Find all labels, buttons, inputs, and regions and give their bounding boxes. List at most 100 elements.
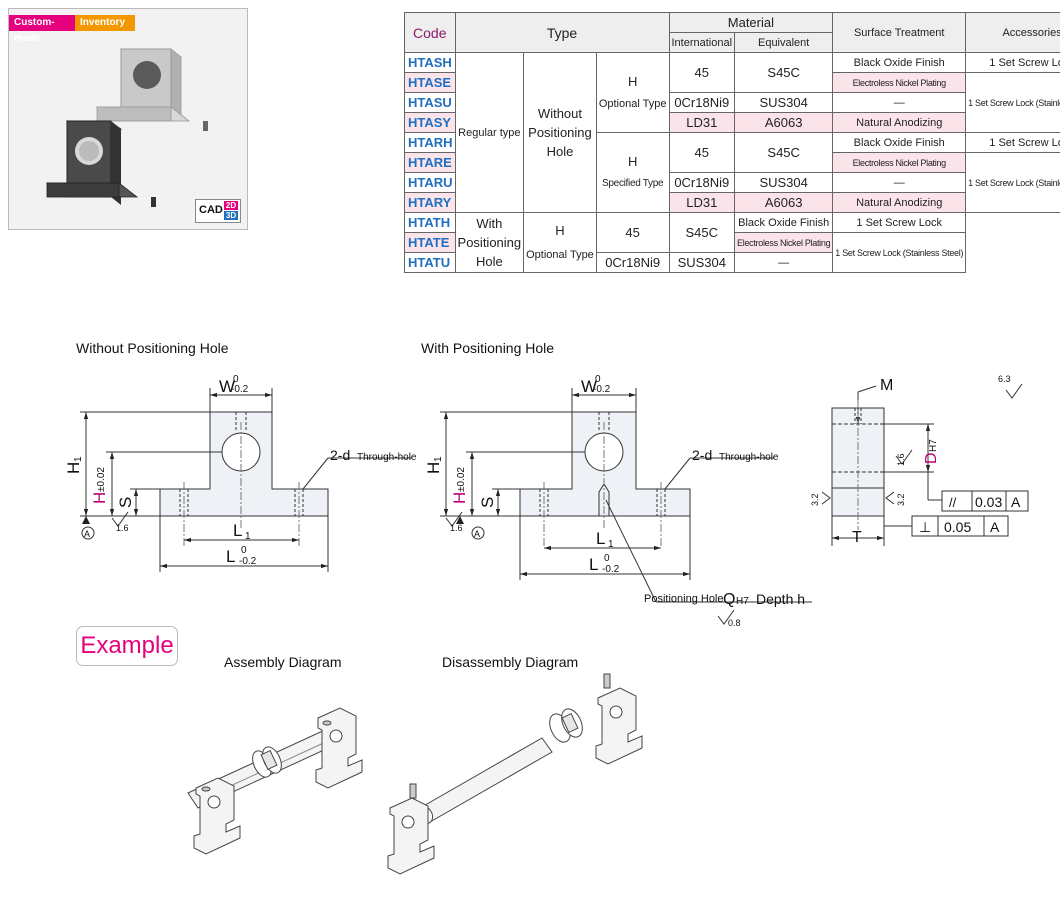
surface-cell: Electroless Nickel Plating xyxy=(832,72,967,93)
code-cell: HTARH xyxy=(404,132,456,153)
type-with-hole: With Positioning Hole xyxy=(454,212,525,273)
intl-cell: LD31 xyxy=(668,112,736,133)
header-accessories: Accessories xyxy=(965,12,1060,53)
type-h-specified: H Specified Type xyxy=(595,132,670,213)
acc-cell: 1 Set Screw Lock (Stainless Steel) xyxy=(965,152,1060,213)
assembly-diagram xyxy=(187,707,363,855)
surface-cell: Natural Anodizing xyxy=(832,112,967,133)
d-dim-label: D xyxy=(923,452,940,464)
code-cell: HTASU xyxy=(404,92,456,113)
with-hole-title: With Positioning Hole xyxy=(421,340,555,356)
t-dim-label: T xyxy=(852,529,862,546)
assembly-diagram-title: Assembly Diagram xyxy=(224,654,342,670)
h-tol-2: ±0.02 xyxy=(456,467,467,492)
technical-drawings: W 0 -0.2 L 1 L 0 -0.2 H 1 H ±0.02 S 2-d … xyxy=(64,374,1029,628)
w-dim-label-2: W xyxy=(581,377,597,396)
code-cell: HTASY xyxy=(404,112,456,133)
code-cell: HTARE xyxy=(404,152,456,173)
surface-cell: — xyxy=(734,252,834,273)
through-label-2: 2-d xyxy=(692,447,712,463)
parallel-ref: A xyxy=(1011,494,1021,510)
disassembly-diagram xyxy=(387,673,643,875)
q-sub: H7 xyxy=(736,596,749,607)
l-tol-lower: -0.2 xyxy=(239,556,257,567)
intl-cell: 45 xyxy=(668,132,736,173)
roughness-1-6: 1.6 xyxy=(116,523,129,533)
code-cell: HTATE xyxy=(404,232,456,253)
surface-cell: Electroless Nickel Plating xyxy=(734,232,834,253)
type-h-letter: H xyxy=(555,222,565,238)
code-cell: HTASE xyxy=(404,72,456,93)
l-tol-upper-2: 0 xyxy=(604,553,610,564)
surface-cell: Black Oxide Finish xyxy=(832,132,967,153)
header-surface: Surface Treatment xyxy=(832,12,967,53)
h1-dim-label-2: H xyxy=(424,462,443,474)
roughness-1-6-2: 1.6 xyxy=(450,523,463,533)
h-tol: ±0.02 xyxy=(96,467,107,492)
perp-value: 0.05 xyxy=(944,519,971,535)
h1-sub-2: 1 xyxy=(433,456,444,462)
through-note: Through-hole xyxy=(357,452,417,463)
roughness-0-8: 0.8 xyxy=(728,618,741,628)
type-h-letter: H xyxy=(627,153,638,169)
equiv-cell: S45C xyxy=(668,212,736,253)
header-material: Material xyxy=(668,12,834,33)
example-diagrams xyxy=(187,673,643,875)
header-international: International xyxy=(668,32,736,53)
product-image xyxy=(45,48,208,207)
h-dim-label-2: H xyxy=(450,492,469,504)
roughness-3-2-right: 3.2 xyxy=(896,493,906,506)
type-h-letter: H xyxy=(627,73,638,89)
w-tol-lower: -0.2 xyxy=(231,384,249,395)
equiv-cell: S45C xyxy=(734,52,834,93)
type-without-hole: Without Positioning Hole xyxy=(523,52,597,213)
product-photo: Custom-made Inventory CAD 2D 3D xyxy=(8,8,248,230)
surface-cell: Black Oxide Finish xyxy=(734,212,834,233)
type-h-optional-2: H Optional Type xyxy=(523,212,597,273)
inventory-badge: Inventory xyxy=(75,15,135,31)
intl-cell: 0Cr18Ni9 xyxy=(668,92,736,113)
l1-dim-label: L xyxy=(233,521,242,540)
l-tol-upper: 0 xyxy=(241,545,247,556)
positioning-hole-label: Positioning Hole xyxy=(644,593,724,605)
perp-symbol: ⊥ xyxy=(919,519,931,535)
equiv-cell: SUS304 xyxy=(668,252,736,273)
acc-cell: 1 Set Screw Lock xyxy=(965,52,1060,73)
type-optional-label: Optional Type xyxy=(526,248,594,261)
datum-a-2: A xyxy=(474,529,480,539)
w-tol-lower-2: -0.2 xyxy=(593,384,611,395)
intl-cell: 45 xyxy=(595,212,670,253)
parallel-symbol: // xyxy=(949,495,957,510)
l-tol-lower-2: -0.2 xyxy=(602,564,620,575)
intl-cell: 0Cr18Ni9 xyxy=(668,172,736,193)
acc-cell: 1 Set Screw Lock (Stainless Steel) xyxy=(965,72,1060,133)
without-hole-title: Without Positioning Hole xyxy=(76,340,229,356)
drawing-side-view xyxy=(821,383,1029,546)
header-type: Type xyxy=(454,12,670,53)
l-dim-label: L xyxy=(226,547,235,566)
code-cell: HTATH xyxy=(404,212,456,233)
spec-table: Code Type Material Surface Treatment Acc… xyxy=(404,12,1060,273)
cad-label: CAD xyxy=(199,204,223,216)
header-equivalent: Equivalent xyxy=(734,32,834,53)
roughness-1-6-side: 1.6 xyxy=(896,453,906,466)
custom-made-badge: Custom-made xyxy=(9,15,81,44)
equiv-cell: SUS304 xyxy=(734,92,834,113)
type-specified-label: Specified Type xyxy=(602,177,664,189)
surface-cell: — xyxy=(832,92,967,113)
code-cell: HTASH xyxy=(404,52,456,73)
acc-cell: 1 Set Screw Lock xyxy=(965,132,1060,153)
q-dim-label: Q xyxy=(723,591,735,608)
m-dim-label: M xyxy=(880,377,893,394)
h-dim-label: H xyxy=(90,492,109,504)
header-code: Code xyxy=(404,12,456,53)
cad-2d-label: 2D xyxy=(224,201,238,210)
code-cell: HTARY xyxy=(404,192,456,213)
surface-cell: Black Oxide Finish xyxy=(832,52,967,73)
code-cell: HTATU xyxy=(404,252,456,273)
equiv-cell: SUS304 xyxy=(734,172,834,193)
drawing-with-hole xyxy=(440,388,812,625)
equiv-cell: S45C xyxy=(734,132,834,173)
code-cell: HTARU xyxy=(404,172,456,193)
acc-cell: 1 Set Screw Lock (Stainless Steel) xyxy=(832,232,967,273)
